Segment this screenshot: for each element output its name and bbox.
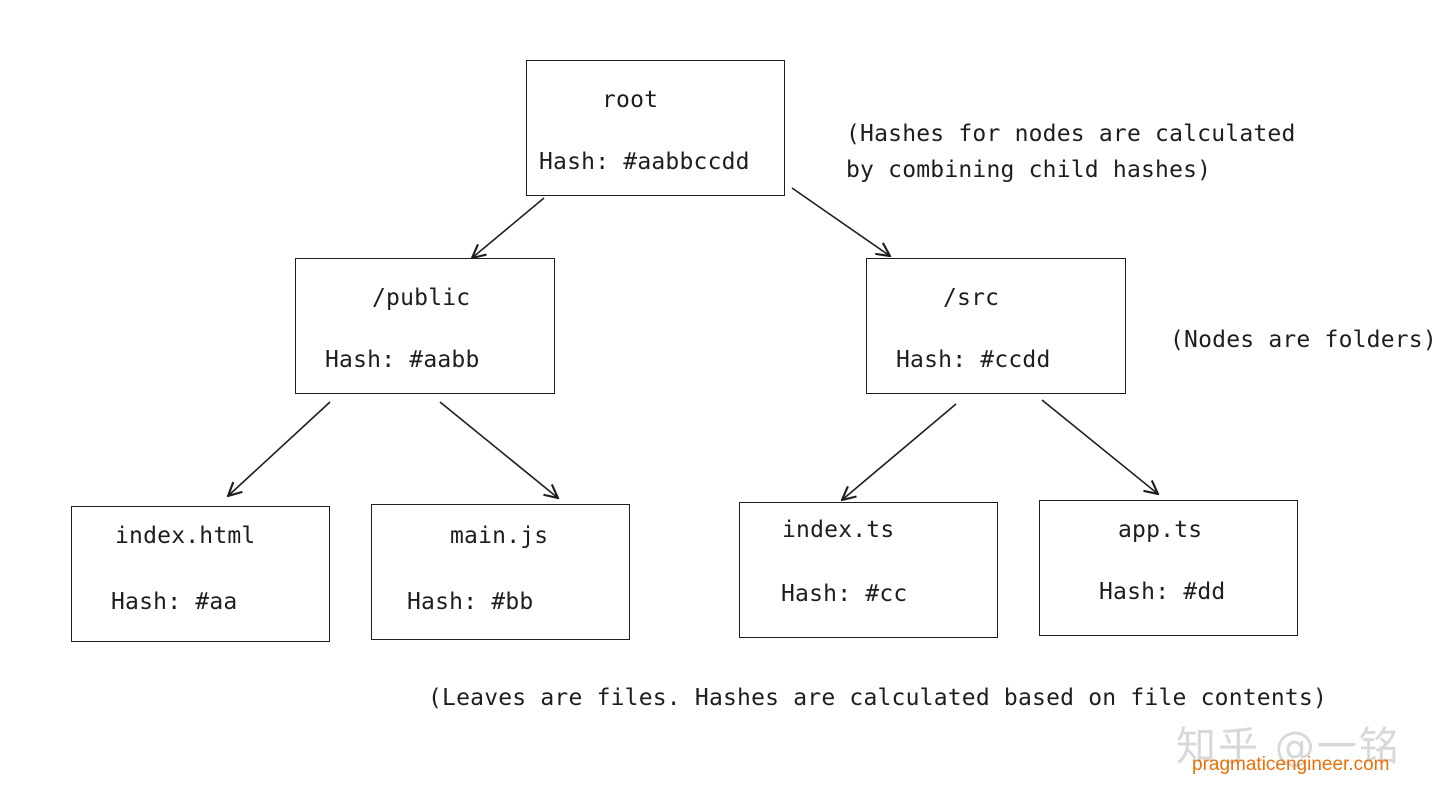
leaf-app-ts-hash: Hash: #dd — [1099, 579, 1226, 605]
watermark-url: pragmaticengineer.com — [1192, 754, 1390, 775]
leaf-main-js: main.js Hash: #bb — [371, 504, 630, 640]
leaf-app-ts: app.ts Hash: #dd — [1039, 500, 1298, 636]
node-public: /public Hash: #aabb — [295, 258, 555, 394]
note-nodes-are-folders: (Nodes are folders) — [1170, 327, 1437, 353]
edge-root-to-src — [791, 187, 890, 256]
node-src-hash: Hash: #ccdd — [896, 347, 1051, 373]
watermark-zhihu: 知乎 @一铭 — [1176, 724, 1401, 770]
note-hash-combine: (Hashes for nodes are calculated by comb… — [846, 116, 1296, 188]
note-hash-combine-line1: (Hashes for nodes are calculated — [846, 121, 1296, 147]
node-public-hash: Hash: #aabb — [325, 347, 480, 373]
leaf-index-ts-name: index.ts — [782, 517, 895, 543]
node-root-name: root — [602, 87, 659, 113]
note-hash-combine-line2: by combining child hashes) — [846, 157, 1212, 183]
node-src: /src Hash: #ccdd — [866, 258, 1126, 394]
leaf-main-js-hash: Hash: #bb — [407, 589, 534, 615]
node-src-name: /src — [943, 285, 1000, 311]
leaf-main-js-name: main.js — [450, 523, 549, 549]
leaf-index-ts: index.ts Hash: #cc — [739, 502, 998, 638]
node-root: root Hash: #aabbccdd — [526, 60, 785, 196]
edge-src-to-app-ts — [1041, 399, 1158, 494]
edge-root-to-public — [472, 197, 545, 258]
edge-public-to-main-js — [439, 401, 558, 498]
leaf-index-html-hash: Hash: #aa — [111, 589, 238, 615]
note-leaves-are-files: (Leaves are files. Hashes are calculated… — [428, 685, 1328, 711]
leaf-index-ts-hash: Hash: #cc — [781, 581, 908, 607]
leaf-app-ts-name: app.ts — [1118, 517, 1203, 543]
node-public-name: /public — [372, 285, 471, 311]
leaf-index-html: index.html Hash: #aa — [71, 506, 330, 642]
edge-src-to-index-ts — [842, 403, 957, 500]
leaf-index-html-name: index.html — [115, 523, 256, 549]
edge-public-to-index-html — [228, 401, 331, 496]
node-root-hash: Hash: #aabbccdd — [539, 149, 750, 175]
